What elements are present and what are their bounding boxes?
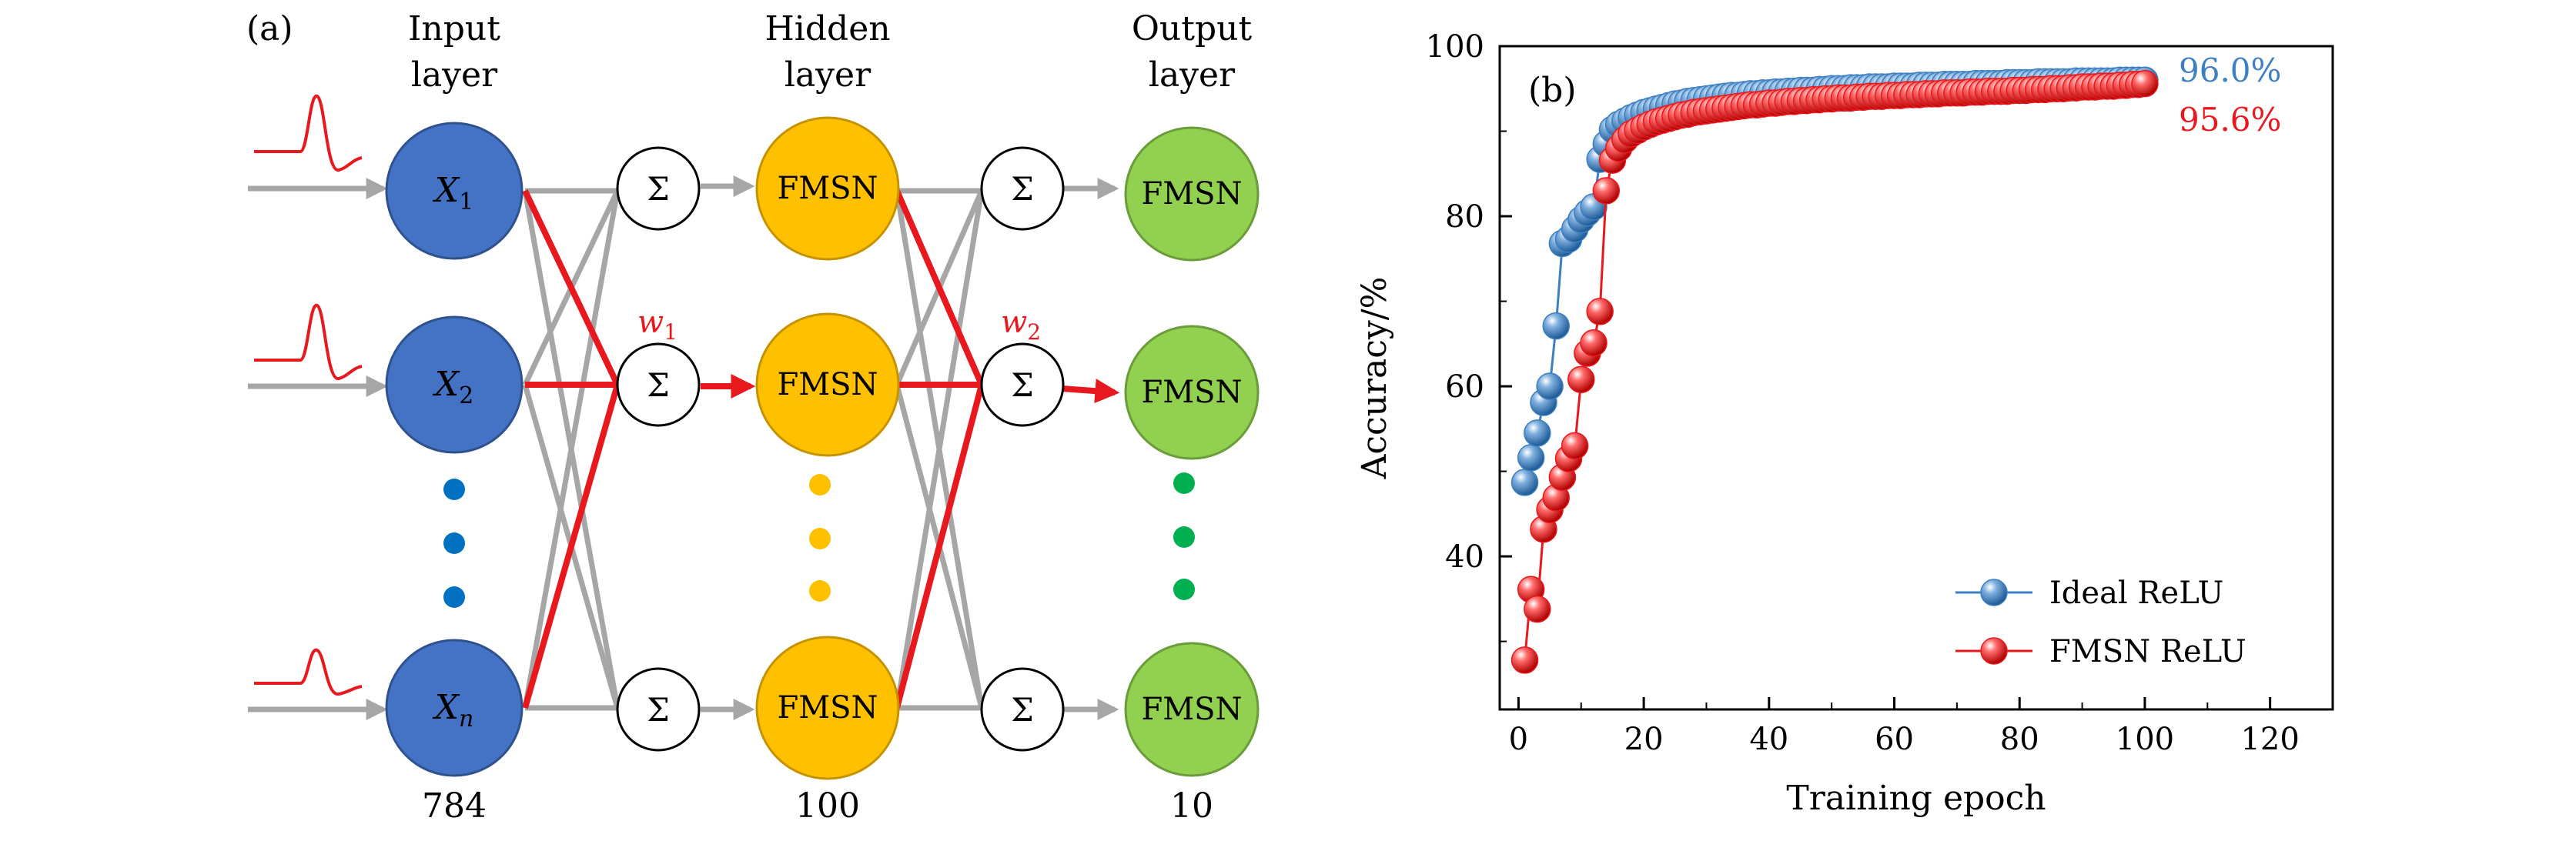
input-layer-title-2: layer — [411, 55, 498, 95]
weight-label-w2: w2 — [1001, 305, 1041, 345]
data-point — [1510, 646, 1539, 674]
svg-text:Σ: Σ — [1011, 366, 1034, 404]
output-node: FMSN — [1124, 642, 1260, 777]
data-point — [1536, 372, 1564, 400]
connections-input-hidden — [522, 188, 621, 711]
summation-node: Σ — [616, 342, 701, 427]
panel-b-label: (b) — [1528, 71, 1577, 110]
hidden-node: FMSN — [755, 312, 900, 457]
hidden-node: FMSN — [755, 116, 900, 261]
svg-text:Σ: Σ — [647, 366, 670, 404]
x-tick-label: 0 — [1509, 722, 1528, 757]
data-point — [1561, 432, 1589, 460]
panel-a-label: (a) — [246, 9, 293, 48]
summation-node: Σ — [980, 667, 1065, 752]
data-point — [1524, 595, 1551, 623]
svg-text:Σ: Σ — [1011, 170, 1034, 208]
y-tick-label: 40 — [1445, 539, 1484, 575]
legend-label: FMSN ReLU — [2049, 634, 2246, 669]
input-node: Xn — [385, 639, 524, 777]
x-tick-label: 100 — [2116, 722, 2174, 757]
data-point — [1542, 312, 1570, 340]
x-axis-label: Training epoch — [1786, 779, 2046, 818]
svg-text:Σ: Σ — [647, 170, 670, 208]
svg-text:FMSN: FMSN — [1141, 375, 1242, 410]
spike-waveform — [254, 303, 363, 380]
svg-text:FMSN: FMSN — [1141, 176, 1242, 212]
summation-node: Σ — [980, 146, 1065, 231]
connections-hidden-output — [894, 188, 985, 711]
y-axis-label: Accuracy/% — [1355, 277, 1394, 480]
weight-label-w1: w1 — [637, 305, 677, 345]
data-point — [1567, 365, 1595, 393]
final-value-label: 96.0% — [2179, 52, 2281, 89]
input-node: X2 — [385, 315, 524, 454]
input-layer-count: 784 — [422, 786, 487, 826]
output-layer-count: 10 — [1170, 786, 1213, 826]
output-node: FMSN — [1124, 126, 1260, 262]
spike-waveform — [254, 94, 363, 172]
input-ellipsis-dots — [443, 479, 465, 608]
data-point — [1510, 469, 1539, 496]
series-ideal-relu — [1510, 66, 2159, 496]
data-point — [1524, 419, 1551, 447]
svg-text:Xn: Xn — [433, 688, 474, 733]
x-tick-label: 80 — [2000, 722, 2039, 757]
output-node: FMSN — [1124, 325, 1260, 460]
svg-text:FMSN: FMSN — [777, 367, 878, 402]
input-layer-title-1: Input — [408, 9, 500, 48]
hidden-layer-count: 100 — [795, 786, 860, 826]
y-tick-label: 100 — [1426, 29, 1484, 65]
y-axis: 40 60 80 100 — [1426, 29, 1512, 642]
hidden-layer-title-2: layer — [785, 55, 871, 95]
legend-marker — [1980, 579, 2008, 606]
output-layer-title-2: layer — [1149, 55, 1236, 95]
accuracy-chart: (b) 0 20 40 60 80 100 120 40 60 80 100 96.0% 95.6%… — [1355, 29, 2334, 818]
data-point — [1586, 298, 1614, 325]
highlighted-path — [522, 189, 985, 709]
legend-marker — [1980, 637, 2008, 665]
legend: Ideal ReLU FMSN ReLU — [1955, 576, 2246, 669]
hidden-layer-title-1: Hidden — [764, 9, 890, 48]
series-layer — [1510, 66, 2159, 674]
data-point — [1580, 329, 1607, 357]
svg-text:Σ: Σ — [1011, 691, 1034, 729]
legend-label: Ideal ReLU — [2049, 576, 2223, 611]
svg-text:X1: X1 — [433, 171, 473, 215]
spike-waveform — [254, 648, 363, 696]
y-tick-label: 80 — [1445, 199, 1484, 235]
svg-text:FMSN: FMSN — [1141, 692, 1242, 727]
summation-node: Σ — [980, 342, 1065, 427]
x-tick-label: 60 — [1875, 722, 1914, 757]
summation-node: Σ — [616, 146, 701, 231]
summation-node: Σ — [616, 667, 701, 752]
highlighted-arrow — [1062, 379, 1120, 404]
y-tick-label: 60 — [1445, 369, 1484, 405]
x-axis: 0 20 40 60 80 100 120 — [1509, 697, 2333, 757]
output-ellipsis-dots — [1173, 472, 1195, 600]
svg-text:Σ: Σ — [647, 691, 670, 729]
data-point — [1517, 444, 1545, 472]
hidden-ellipsis-dots — [809, 474, 831, 602]
x-tick-label: 120 — [2240, 722, 2299, 757]
input-node: X1 — [385, 122, 524, 260]
svg-text:X2: X2 — [433, 365, 473, 409]
hidden-node: FMSN — [755, 636, 900, 780]
network-diagram: (a) Input layer Hidden layer Output laye… — [246, 9, 1260, 826]
series-fmsn-relu — [1510, 69, 2159, 674]
x-tick-label: 20 — [1624, 722, 1664, 757]
data-point — [1592, 177, 1621, 205]
svg-text:FMSN: FMSN — [777, 690, 878, 726]
final-value-labels: 96.0% 95.6% — [2179, 52, 2281, 138]
output-layer-title-1: Output — [1132, 9, 1253, 48]
data-point — [2131, 69, 2159, 98]
svg-text:FMSN: FMSN — [777, 171, 878, 206]
x-tick-label: 40 — [1749, 722, 1788, 757]
plot-frame — [1498, 45, 2334, 711]
final-value-label: 95.6% — [2179, 101, 2281, 138]
